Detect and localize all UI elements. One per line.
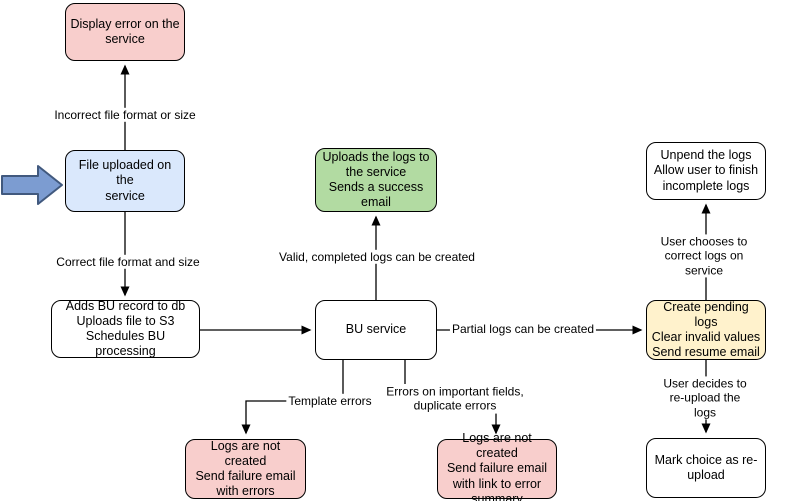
label-valid-logs: Valid, completed logs can be created bbox=[277, 249, 477, 265]
node-failure-with-errors: Logs are not created Send failure email … bbox=[185, 439, 306, 499]
node-create-pending: Create pending logs Clear invalid values… bbox=[646, 300, 766, 360]
node-file-uploaded: File uploaded on the service bbox=[65, 150, 185, 212]
label-partial-logs: Partial logs can be created bbox=[449, 321, 597, 337]
node-upload-success: Uploads the logs to the service Sends a … bbox=[315, 148, 437, 212]
label-user-corrects: User chooses to correct logs on service bbox=[655, 234, 753, 278]
node-unpend-logs: Unpend the logs Allow user to finish inc… bbox=[646, 142, 766, 200]
entry-arrow-icon bbox=[1, 165, 63, 205]
label-correct-format: Correct file format and size bbox=[54, 254, 202, 270]
label-important-errors: Errors on important fields, duplicate er… bbox=[384, 384, 526, 414]
node-add-bu-record: Adds BU record to db Uploads file to S3 … bbox=[51, 299, 200, 358]
node-display-error: Display error on the service bbox=[65, 3, 185, 61]
node-failure-with-summary: Logs are not created Send failure email … bbox=[437, 431, 557, 501]
label-incorrect-format: Incorrect file format or size bbox=[52, 107, 198, 123]
label-user-reuploads: User decides to re-upload the logs bbox=[657, 376, 753, 420]
node-bu-service: BU service bbox=[315, 300, 437, 360]
label-template-errors: Template errors bbox=[286, 393, 374, 409]
node-mark-reupload: Mark choice as re- upload bbox=[646, 438, 766, 498]
